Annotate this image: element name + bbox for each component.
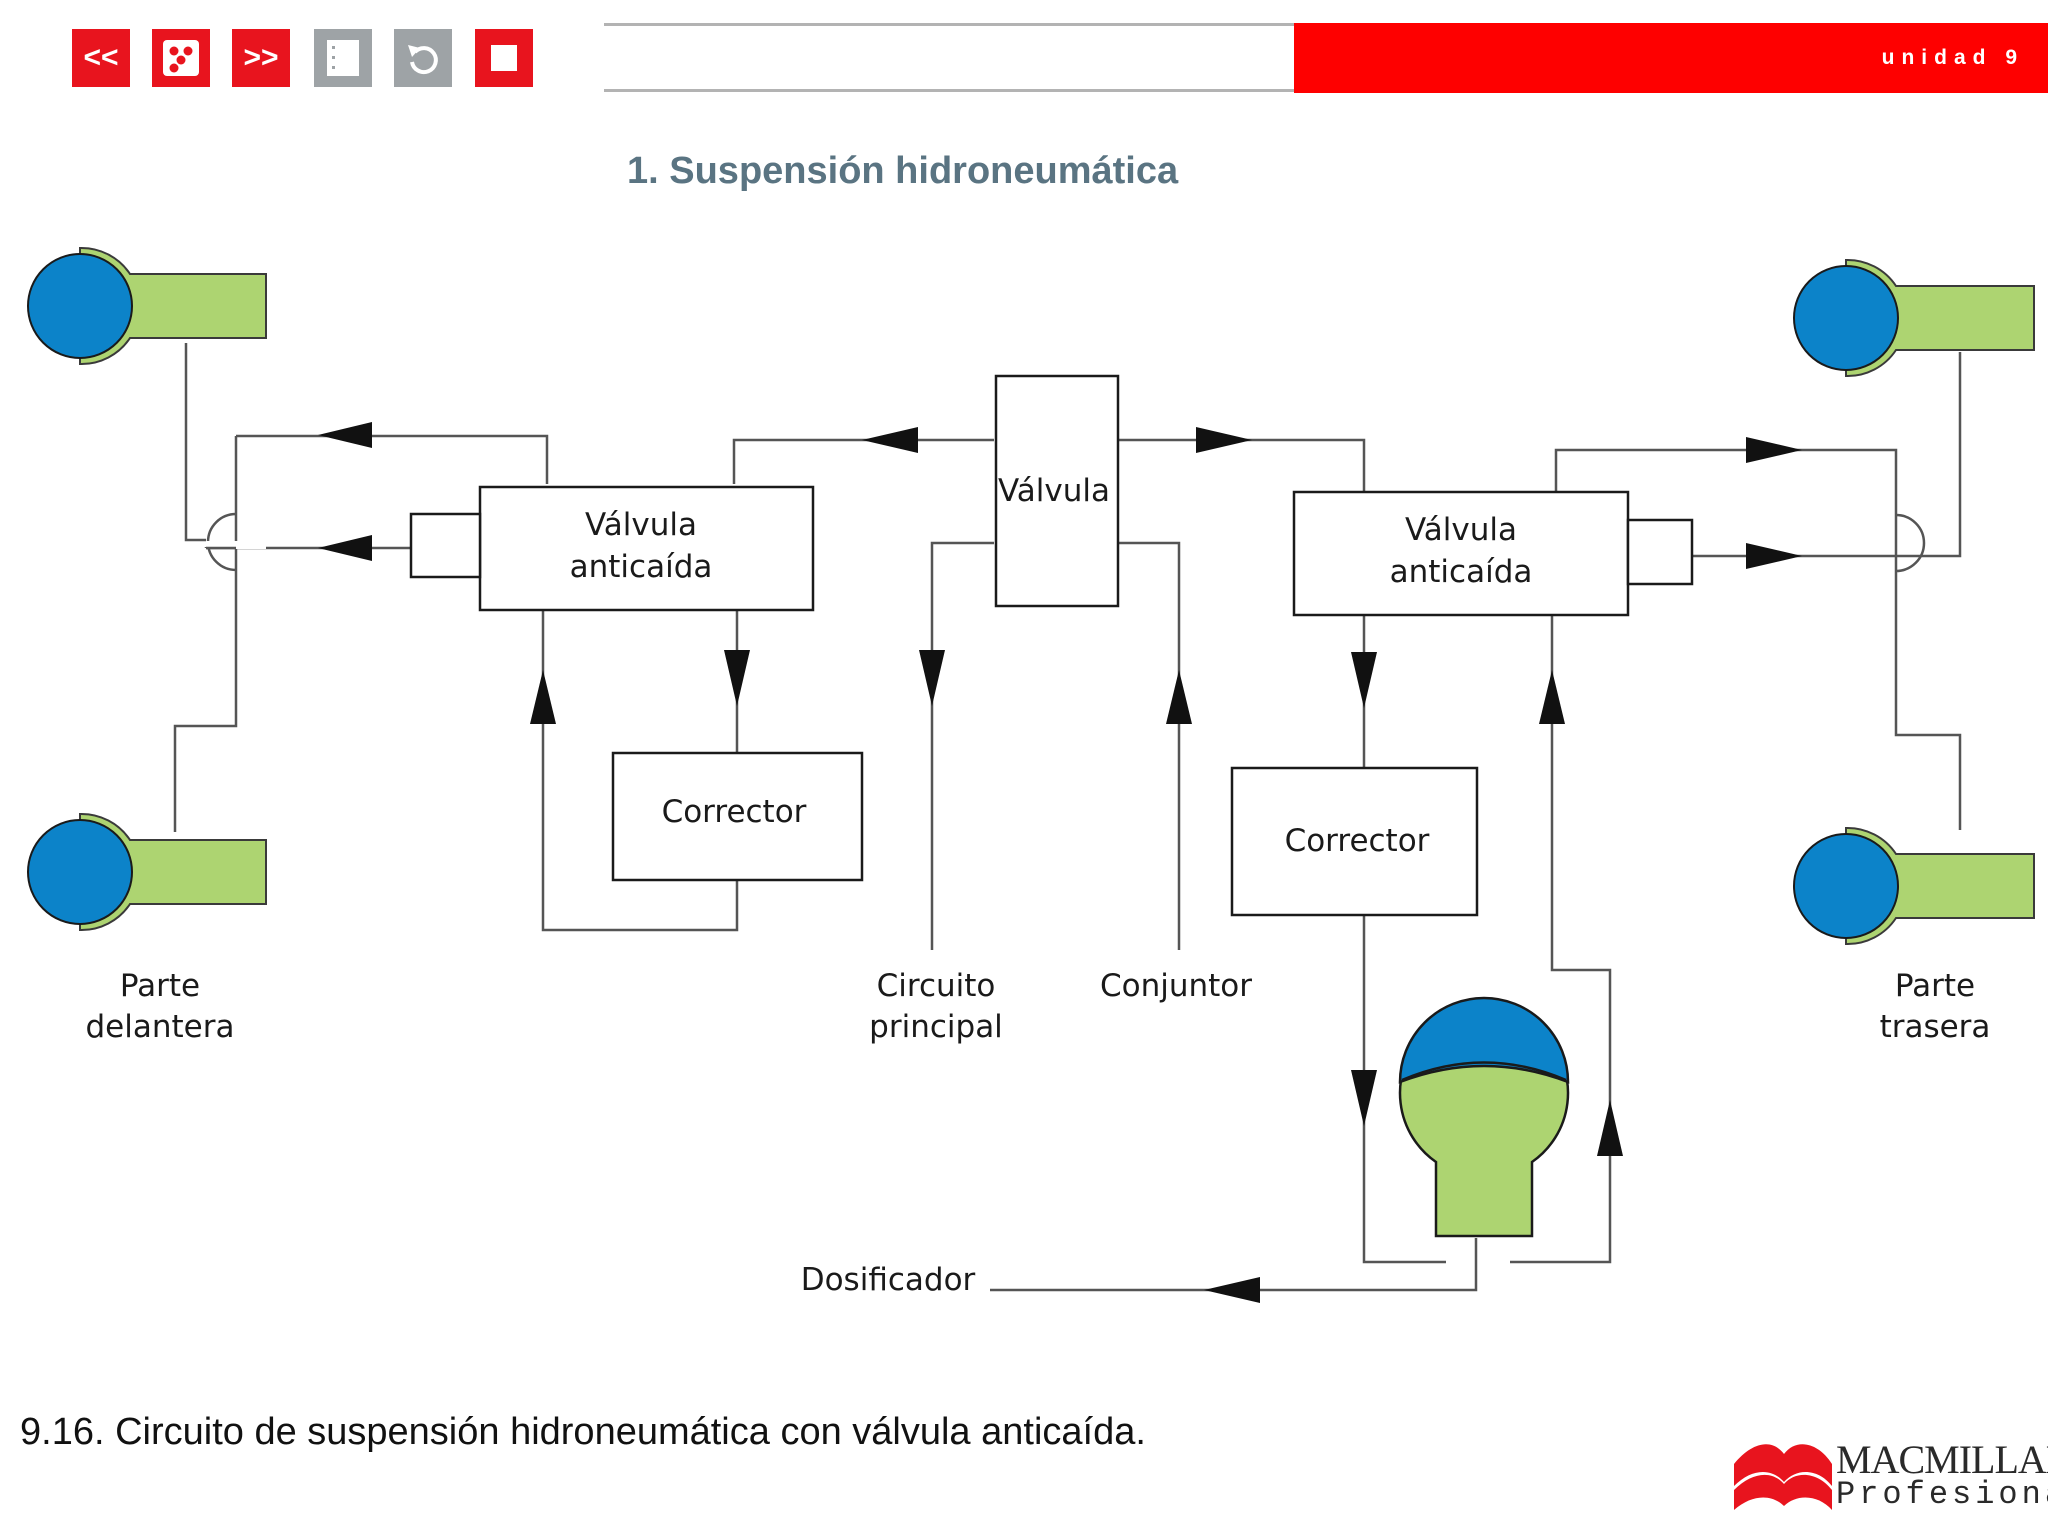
- rear-label-2: trasera: [1880, 1009, 1991, 1045]
- anti-drop-valve-left: [478, 485, 815, 612]
- header-rule-bottom: [604, 89, 1294, 92]
- back-button[interactable]: [394, 29, 452, 87]
- anti-drop-right-label-1: Válvula: [1405, 512, 1517, 548]
- logo-line-2: Profesional: [1836, 1476, 2048, 1513]
- anti-drop-left-label-1: Válvula: [585, 507, 697, 543]
- stop-icon: [491, 45, 517, 71]
- front-label-1: Parte: [120, 968, 200, 1004]
- front-left-lower-unit: [27, 812, 267, 932]
- corrector-left-label: Corrector: [662, 794, 807, 830]
- rear-right-upper-unit: [1793, 258, 2035, 378]
- prev-label: <<: [83, 41, 119, 74]
- stop-button[interactable]: [475, 29, 533, 87]
- dosificador-label: Dosificador: [801, 1262, 976, 1298]
- front-left-upper-unit: [27, 246, 267, 366]
- unit-label: unidad 9: [1294, 23, 2048, 93]
- logo-line-1: MACMILLAN: [1836, 1437, 2048, 1482]
- undo-icon: [408, 45, 438, 75]
- front-label-2: delantera: [86, 1009, 235, 1045]
- rear-right-lower-unit: [1793, 826, 2035, 946]
- anti-drop-right-label-2: anticaída: [1390, 554, 1533, 590]
- corrector-left: [611, 751, 864, 882]
- anti-drop-left-label-2: anticaída: [570, 549, 713, 585]
- anti-drop-valve-right-port: [1626, 518, 1694, 586]
- anti-drop-valve-left-port: [409, 512, 482, 579]
- corrector-right-label: Corrector: [1285, 823, 1430, 859]
- central-valve-label: Válvula: [998, 473, 1110, 509]
- central-valve: [994, 374, 1120, 608]
- index-button[interactable]: [152, 29, 210, 87]
- list-icon: [327, 40, 359, 76]
- dice-icon: [163, 40, 199, 76]
- macmillan-logo: [1734, 1444, 1832, 1510]
- main-circuit-label-1: Circuito: [877, 968, 996, 1004]
- rear-label-1: Parte: [1895, 968, 1975, 1004]
- anti-drop-valve-right: [1292, 490, 1630, 617]
- conjuntor-label: Conjuntor: [1100, 968, 1252, 1004]
- next-button[interactable]: >>: [232, 29, 290, 87]
- prev-button[interactable]: <<: [72, 29, 130, 87]
- figure-caption: 9.16. Circuito de suspensión hidroneumát…: [20, 1411, 1146, 1453]
- contents-button[interactable]: [314, 29, 372, 87]
- corrector-right: [1230, 766, 1479, 917]
- next-label: >>: [243, 41, 279, 74]
- main-circuit-label-2: principal: [869, 1009, 1003, 1045]
- header-rule-top: [604, 23, 1294, 26]
- accumulator: [1398, 996, 1570, 1238]
- section-title: 1. Suspensión hidroneumática: [627, 150, 1179, 192]
